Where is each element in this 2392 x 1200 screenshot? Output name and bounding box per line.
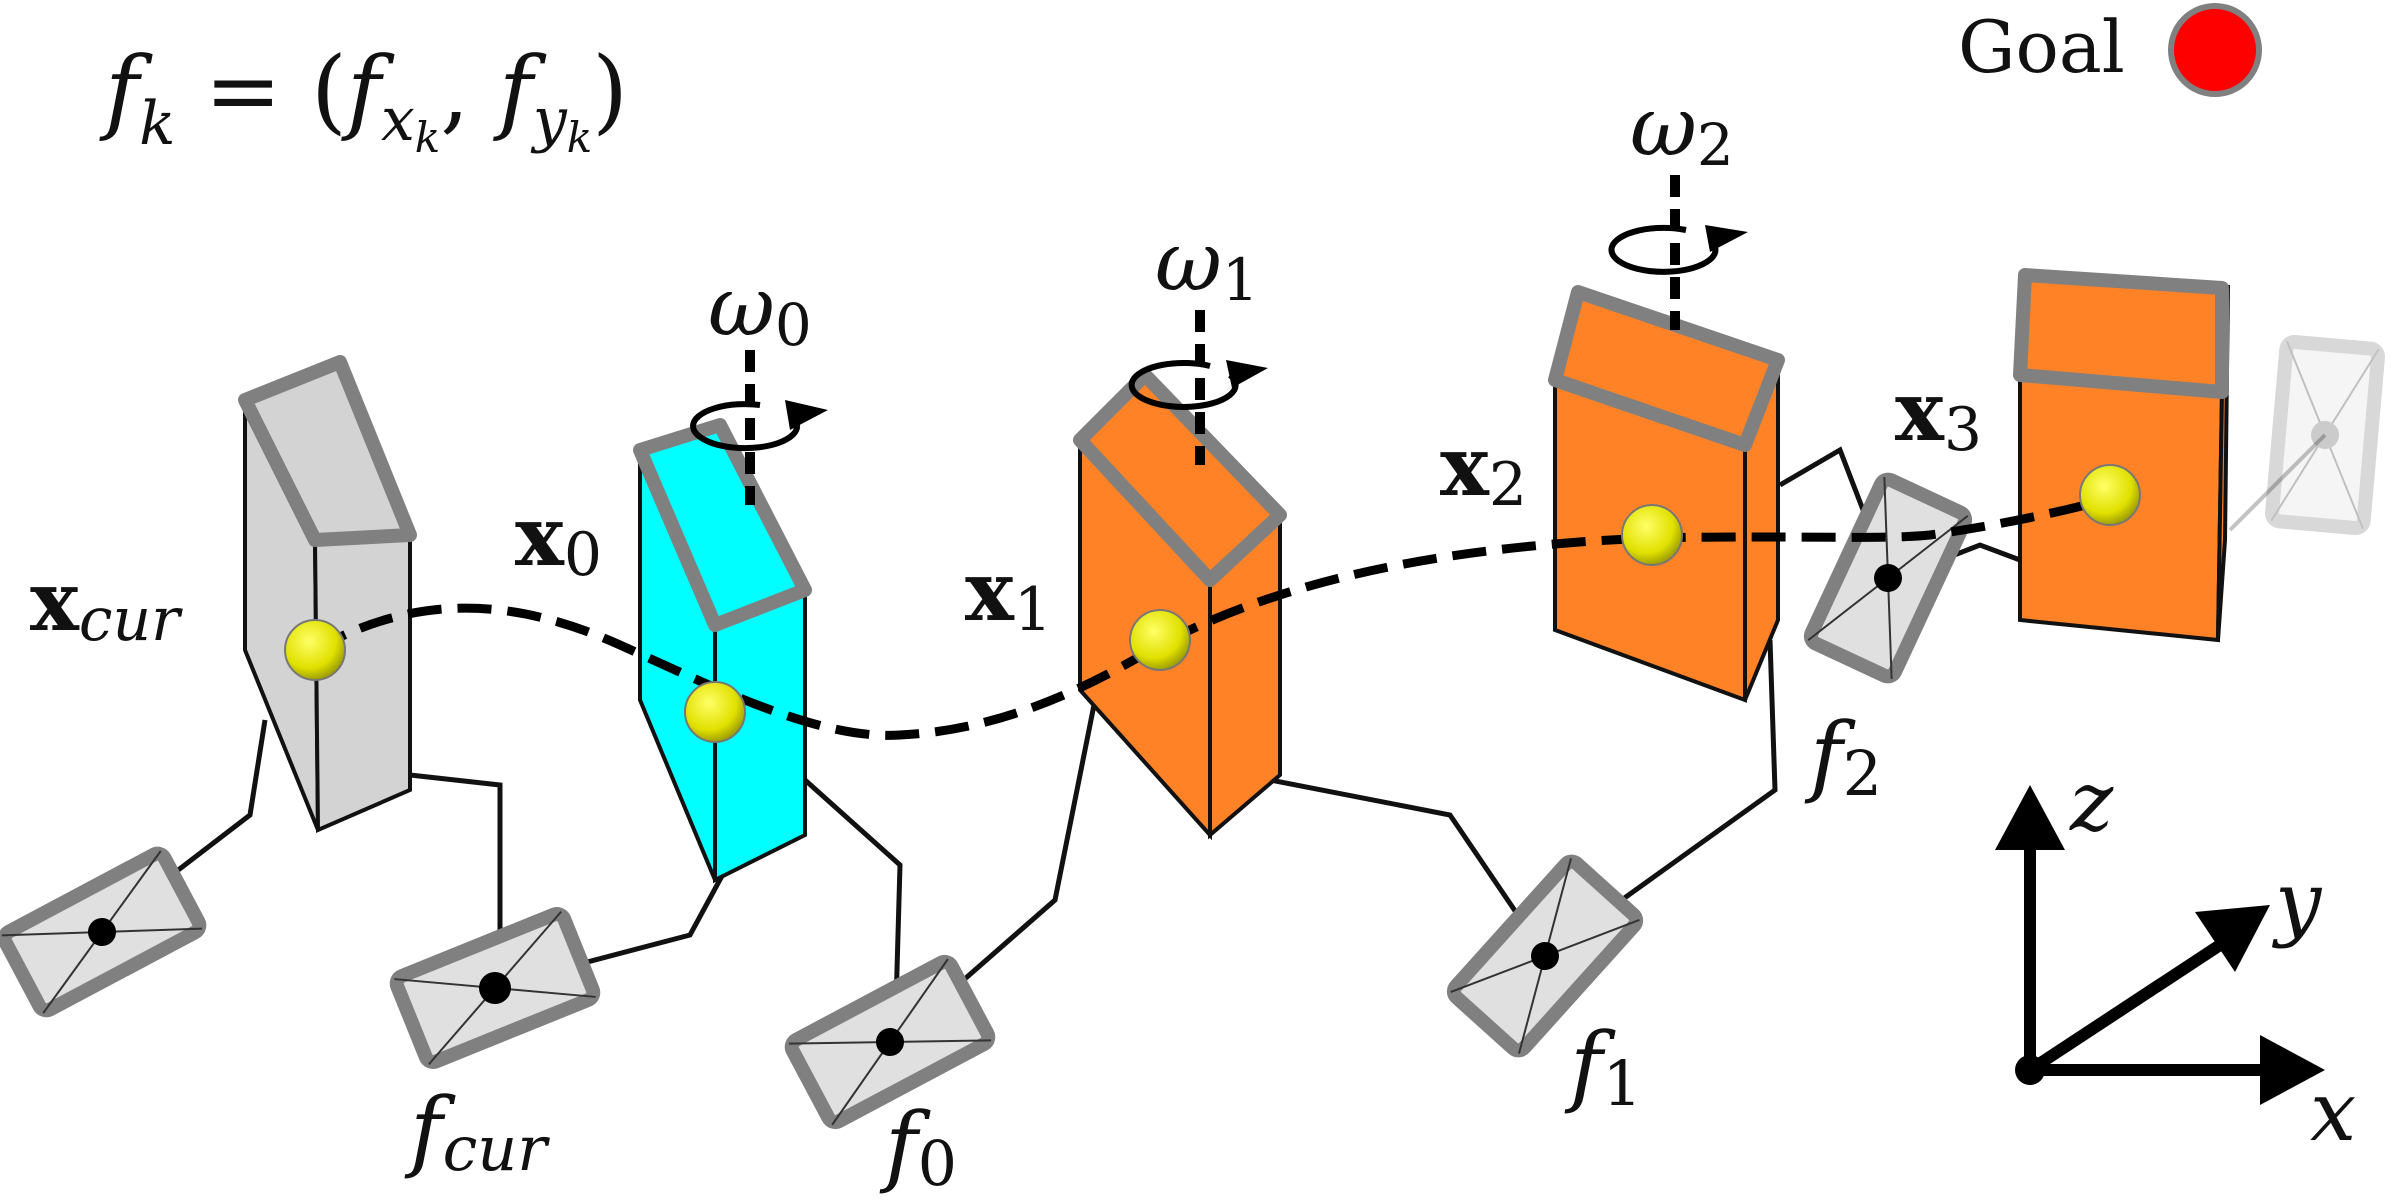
goal-legend: Goal — [1958, 3, 2262, 97]
rotation-axes — [690, 175, 1748, 505]
footholds — [0, 335, 2386, 1130]
svg-text:x0: x0 — [515, 489, 602, 590]
xcur-sub: cur — [79, 585, 183, 655]
foothold-f1 — [1446, 854, 1644, 1058]
formula-fx-sub: x — [381, 85, 415, 155]
leg-xcur-fr — [409, 772, 503, 985]
svg-text:ω2: ω2 — [1630, 80, 1734, 179]
com-spheres — [284, 464, 2141, 743]
svg-text:f2: f2 — [1804, 703, 1882, 810]
svg-text:fcur: fcur — [404, 1078, 550, 1185]
rotation-arrow-2-icon — [1608, 224, 1719, 275]
svg-text:x1: x1 — [965, 544, 1052, 645]
body-x3 — [2013, 268, 2230, 643]
svg-text:x2: x2 — [1440, 419, 1527, 520]
omega2-base: ω — [1630, 80, 1697, 175]
com-sphere-x2 — [1621, 504, 1683, 566]
body-x0 — [633, 418, 812, 884]
x3-base: x — [1895, 364, 1945, 460]
svg-text:ω1: ω1 — [1155, 215, 1259, 314]
omega1-sub: 1 — [1222, 246, 1259, 314]
x-axis-label: x — [2310, 1065, 2356, 1160]
x1-base: x — [965, 544, 1015, 640]
foothold-fcur — [389, 907, 601, 1069]
com-sphere-x0 — [684, 681, 746, 743]
svg-text:f0: f0 — [879, 1093, 957, 1200]
x0-base: x — [515, 489, 565, 585]
rotation-labels: ω0 ω1 ω2 — [708, 80, 1734, 359]
z-axis-arrow-icon — [1995, 785, 2065, 850]
x2-sub: 2 — [1489, 450, 1527, 520]
svg-text:xcur: xcur — [30, 554, 183, 655]
foothold-f2 — [1803, 472, 1973, 684]
x0-sub: 0 — [564, 520, 602, 590]
formula-fx-subsub: k — [415, 113, 440, 162]
formula-fy-subsub: k — [567, 113, 592, 162]
x-axis-arrow-icon — [2260, 1035, 2325, 1105]
state-labels: xcur x0 x1 x2 x3 — [30, 364, 1982, 655]
goal-label: Goal — [1958, 5, 2125, 89]
svg-text:fk = (fxk, fyk): fk = (fxk, fyk) — [99, 37, 628, 162]
omega0-base: ω — [708, 260, 775, 355]
formula-lhs-sub: k — [139, 89, 175, 159]
com-sphere-x1 — [1129, 609, 1191, 671]
formula-equals: = ( — [175, 37, 346, 144]
body-x2 — [1548, 285, 1785, 703]
goal-marker-icon — [2168, 3, 2262, 97]
y-axis-label: y — [2271, 855, 2323, 950]
x3-sub: 3 — [1944, 395, 1982, 465]
omega2-sub: 2 — [1697, 111, 1734, 179]
body-xcur — [238, 355, 417, 834]
z-axis-label: z — [2069, 755, 2114, 850]
x2-base: x — [1440, 419, 1490, 515]
leg-x1-r — [1269, 777, 1548, 957]
foothold-future — [2264, 335, 2386, 535]
omega1-base: ω — [1155, 215, 1222, 310]
foothold-cur-left — [0, 846, 207, 1018]
com-sphere-x3 — [2079, 464, 2141, 526]
fcur-sub: cur — [443, 1112, 551, 1185]
formula: fk = (fxk, fyk) — [99, 37, 628, 162]
origin-dot — [2015, 1055, 2045, 1085]
f0-sub: 0 — [918, 1127, 957, 1200]
svg-text:ω0: ω0 — [708, 260, 812, 359]
omega0-sub: 0 — [775, 291, 812, 359]
y-axis-line — [2026, 939, 2224, 1076]
formula-comma: , — [440, 37, 499, 144]
foothold-f0 — [784, 954, 996, 1130]
body-x1 — [1073, 368, 1287, 841]
x1-sub: 1 — [1014, 575, 1052, 645]
f2-sub: 2 — [1843, 737, 1882, 810]
formula-fy-sub: y — [530, 85, 568, 155]
xcur-base: x — [30, 554, 80, 650]
svg-text:f1: f1 — [1564, 1013, 1642, 1120]
coordinate-frame: z y x — [1995, 755, 2356, 1160]
svg-text:x3: x3 — [1895, 364, 1982, 465]
com-trajectory — [312, 495, 2107, 740]
com-sphere-xcur — [284, 619, 346, 681]
formula-close: ) — [592, 37, 628, 144]
rotation-arrow-1-icon — [1128, 359, 1239, 410]
f1-sub: 1 — [1603, 1047, 1642, 1120]
y-axis-arrow-icon — [2195, 905, 2270, 972]
rotation-arrow-0-icon — [690, 401, 801, 452]
